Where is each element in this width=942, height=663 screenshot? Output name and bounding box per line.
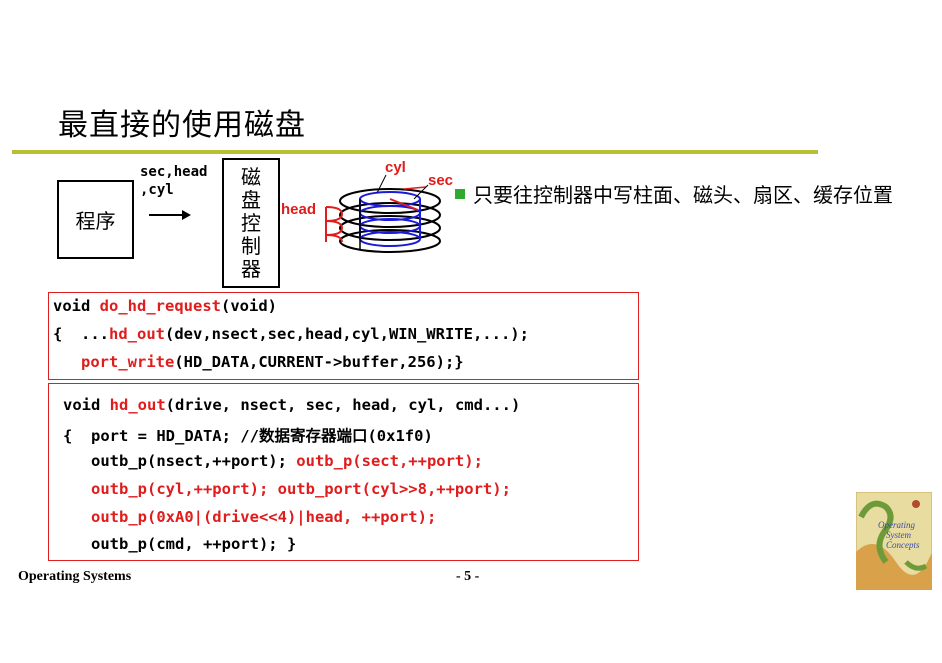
disk-diagram: cyl sec head [281, 159, 453, 253]
code-text: (void) [221, 297, 277, 315]
code-line: outb_p(cyl,++port); outb_port(cyl>>8,++p… [63, 480, 511, 498]
bullet-point: 只要往控制器中写柱面、磁头、扇区、缓存位置 [455, 177, 900, 214]
code-highlight: outb_p(cyl,++port); outb_port(cyl>>8,++p… [63, 480, 511, 498]
code-highlight: do_hd_request [99, 297, 221, 315]
bullet-text: 只要往控制器中写柱面、磁头、扇区、缓存位置 [473, 183, 893, 207]
controller-char: 制 [241, 233, 261, 258]
code-highlight: hd_out [109, 325, 165, 343]
controller-char: 盘 [241, 187, 261, 212]
bullet-square-icon [455, 188, 465, 199]
program-label: 程序 [75, 209, 116, 233]
book-cover-image: Operating System Concepts [856, 492, 932, 590]
controller-box: 磁 盘 控 制 器 [222, 158, 280, 288]
code-text [53, 353, 81, 371]
code-line: void do_hd_request(void) [53, 297, 277, 315]
code-text: void [63, 396, 110, 414]
footer-page-number: - 5 - [456, 569, 480, 584]
code-highlight: outb_p(sect,++port); [296, 452, 483, 470]
controller-char: 磁 [241, 164, 261, 189]
book-title-line: Concepts [886, 540, 920, 550]
code-line: port_write(HD_DATA,CURRENT->buffer,256);… [53, 353, 464, 371]
code-text: { port = HD_DATA; //数据寄存器端口(0x1f0) [63, 427, 433, 445]
code-highlight: outb_p(0xA0|(drive<<4)|head, ++port); [63, 508, 437, 526]
code-line: outb_p(cmd, ++port); } [63, 535, 296, 553]
code-line: outb_p(0xA0|(drive<<4)|head, ++port); [63, 508, 436, 526]
code-line: void hd_out(drive, nsect, sec, head, cyl… [63, 396, 520, 414]
page-title: 最直接的使用磁盘 [58, 108, 306, 143]
code-text: outb_p(nsect,++port); [63, 452, 297, 470]
code-line: { port = HD_DATA; //数据寄存器端口(0x1f0) [63, 424, 433, 446]
book-title-line: Operating [878, 520, 915, 530]
sec-label: sec [428, 172, 453, 189]
head-label: head [281, 201, 316, 218]
book-title-line: System [886, 530, 911, 540]
code-text: (drive, nsect, sec, head, cyl, cmd...) [165, 396, 521, 414]
code-highlight: port_write [81, 353, 175, 371]
code-text: void [53, 297, 100, 315]
arrow-icon [149, 210, 191, 220]
code-highlight: hd_out [109, 396, 166, 414]
controller-char: 器 [241, 256, 261, 281]
code-block-hd-out: void hd_out(drive, nsect, sec, head, cyl… [48, 383, 639, 561]
footer-course-name: Operating Systems [18, 569, 132, 584]
code-line: { ...hd_out(dev,nsect,sec,head,cyl,WIN_W… [53, 325, 529, 343]
title-divider [12, 150, 818, 154]
cyl-label: cyl [385, 159, 406, 176]
code-text: (HD_DATA,CURRENT->buffer,256);} [174, 353, 464, 371]
code-block-do-hd-request: void do_hd_request(void) { ...hd_out(dev… [48, 292, 639, 380]
code-text: (dev,nsect,sec,head,cyl,WIN_WRITE,...); [165, 325, 529, 343]
controller-char: 控 [241, 210, 261, 235]
params-label: sec,head ,cyl [140, 164, 208, 198]
code-line: outb_p(nsect,++port); outb_p(sect,++port… [63, 452, 483, 470]
code-text: outb_p(cmd, ++port); } [63, 535, 297, 553]
code-text: { ... [53, 325, 109, 343]
program-box: 程序 [57, 180, 134, 259]
